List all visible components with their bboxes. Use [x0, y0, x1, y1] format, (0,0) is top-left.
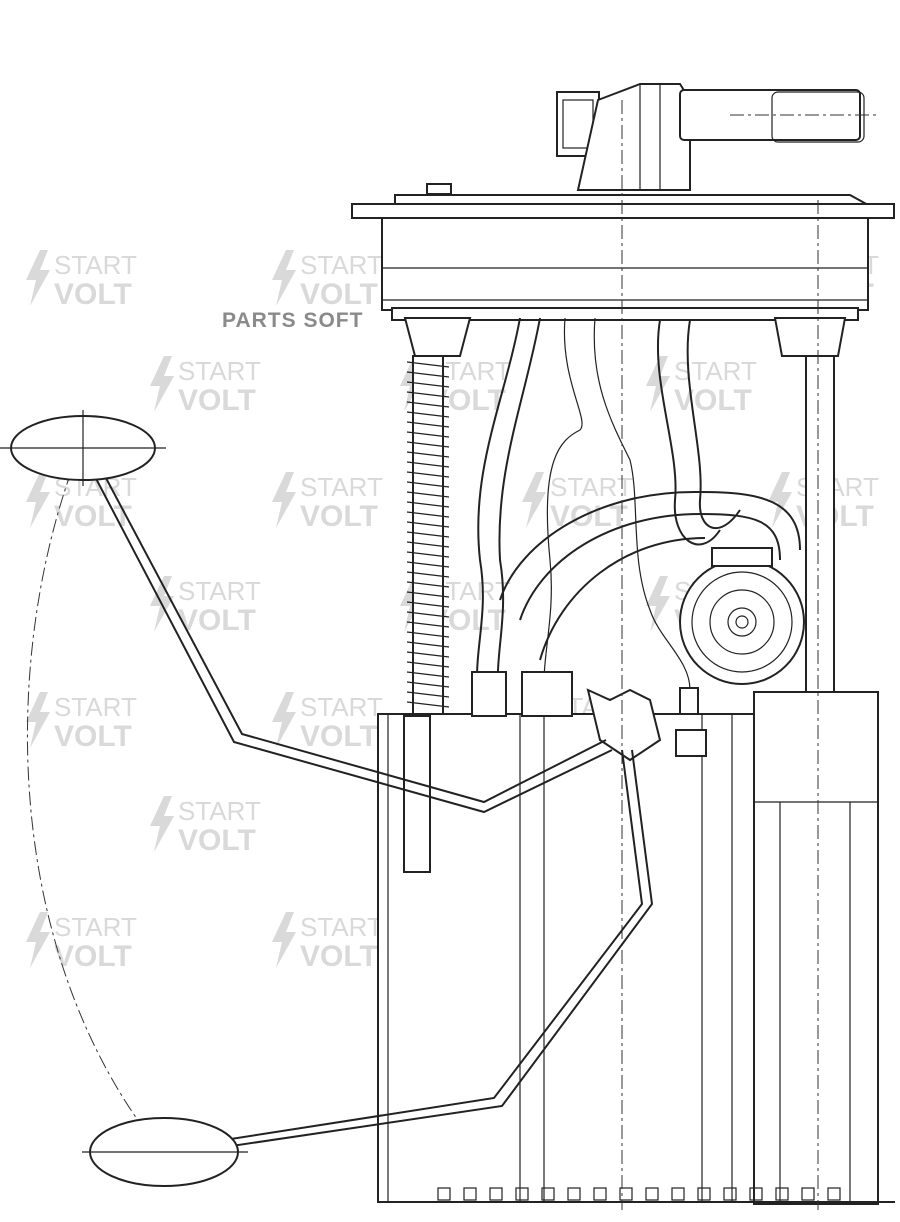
- lightning-bolt-icon: [646, 356, 670, 412]
- base-slot: [541, 1187, 555, 1201]
- base-slot: [437, 1187, 451, 1201]
- guide-rod-left: [403, 317, 472, 717]
- watermark-start-text: START: [300, 472, 383, 502]
- fuel-reservoir: [377, 671, 895, 1205]
- watermark-start-text: START: [178, 356, 261, 386]
- watermark-start-text: START: [550, 472, 633, 502]
- watermark-volt-text: VOLT: [300, 720, 378, 753]
- watermark-start-text: START: [178, 796, 261, 826]
- lightning-bolt-icon: [150, 796, 174, 852]
- lightning-bolt-icon: [646, 576, 670, 632]
- lightning-bolt-icon: [272, 692, 296, 748]
- base-slot: [515, 1187, 529, 1201]
- parts-soft-label: PARTS SOFT: [222, 309, 364, 332]
- lightning-bolt-icon: [522, 472, 546, 528]
- watermark-volt-text: VOLT: [178, 384, 256, 417]
- level-sensor-pivot: [586, 688, 662, 762]
- lightning-bolt-icon: [272, 912, 296, 968]
- lightning-bolt-icon: [768, 472, 792, 528]
- watermark-start-text: START: [54, 692, 137, 722]
- base-slot: [749, 1187, 763, 1201]
- watermark-start-text: START: [300, 692, 383, 722]
- watermark-volt-text: VOLT: [300, 940, 378, 973]
- base-slot: [671, 1187, 685, 1201]
- watermark-start-text: START: [674, 356, 757, 386]
- base-slot: [463, 1187, 477, 1201]
- watermark-volt-text: VOLT: [300, 278, 378, 311]
- guide-rod-right: [773, 317, 847, 697]
- pump-housing: [753, 691, 879, 1205]
- flange-plate: [351, 203, 895, 219]
- watermark-start-text: START: [54, 912, 137, 942]
- watermark-start-text: START: [54, 250, 137, 280]
- base-slot: [489, 1187, 503, 1201]
- watermark-volt-text: VOLT: [178, 604, 256, 637]
- watermark-volt-text: VOLT: [674, 384, 752, 417]
- lightning-bolt-icon: [26, 250, 50, 306]
- base-slot: [697, 1187, 711, 1201]
- watermark-start-text: START: [300, 912, 383, 942]
- base-slot: [775, 1187, 789, 1201]
- base-slot: [645, 1187, 659, 1201]
- top-connector-assembly: [426, 83, 880, 195]
- watermark-start-text: START: [178, 576, 261, 606]
- lightning-bolt-icon: [26, 692, 50, 748]
- lightning-bolt-icon: [272, 250, 296, 306]
- base-slot: [827, 1187, 841, 1201]
- base-slot: [593, 1187, 607, 1201]
- fuel-hoses: [476, 317, 801, 701]
- watermark-start-text: START: [300, 250, 383, 280]
- watermark-volt-text: VOLT: [300, 500, 378, 533]
- lightning-bolt-icon: [150, 356, 174, 412]
- lightning-bolt-icon: [26, 472, 50, 528]
- lightning-bolt-icon: [272, 472, 296, 528]
- flange-cap: [381, 217, 869, 311]
- float-arm-assembly: [0, 410, 654, 1187]
- base-slot: [567, 1187, 581, 1201]
- pressure-regulator: [679, 547, 805, 685]
- compression-spring: [406, 361, 450, 708]
- watermark-volt-text: VOLT: [178, 824, 256, 857]
- lightning-bolt-icon: [26, 912, 50, 968]
- watermark-volt-text: VOLT: [54, 940, 132, 973]
- watermark-volt-text: VOLT: [54, 278, 132, 311]
- watermark-volt-text: VOLT: [54, 720, 132, 753]
- mounting-flange: [351, 194, 895, 321]
- base-slot: [723, 1187, 737, 1201]
- base-slot: [619, 1187, 633, 1201]
- watermark-volt-text: VOLT: [54, 500, 132, 533]
- reservoir-base-slots: [437, 1187, 841, 1201]
- base-slot: [801, 1187, 815, 1201]
